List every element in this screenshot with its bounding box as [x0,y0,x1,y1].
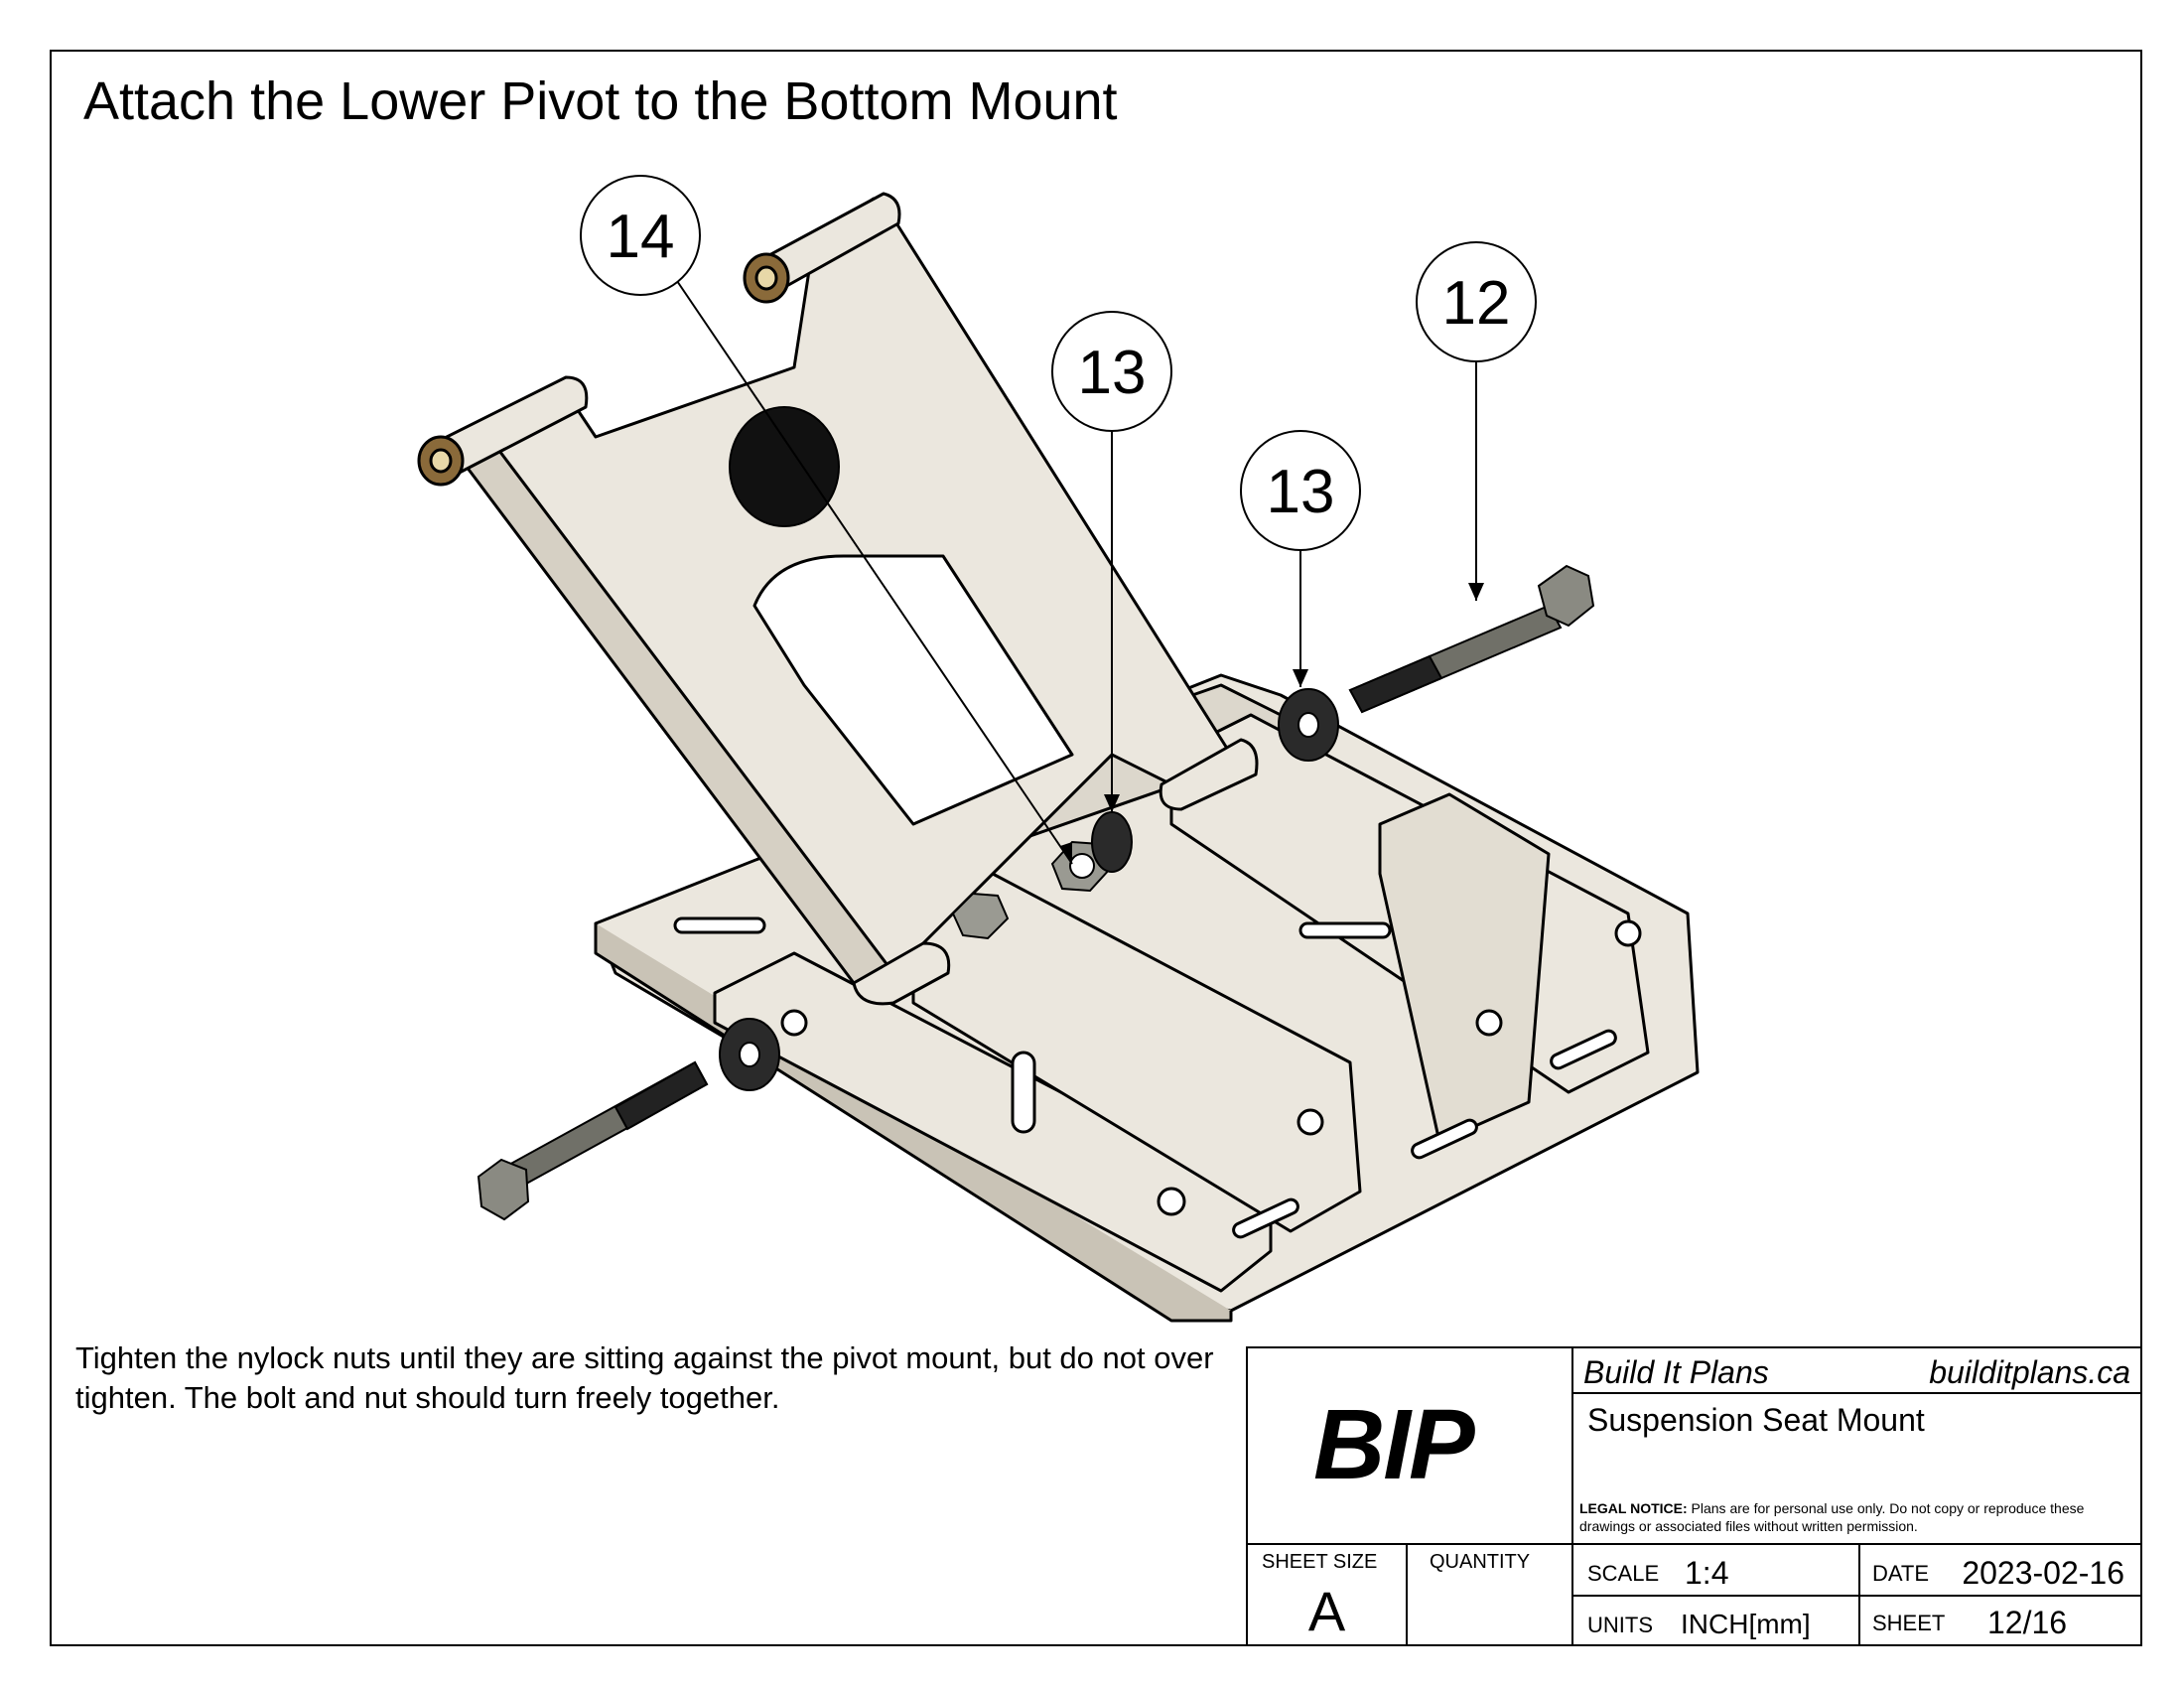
scale-value: 1:4 [1685,1555,1729,1591]
balloon-callouts [580,175,1537,865]
units-value: INCH[mm] [1681,1609,1811,1639]
units-label: UNITS [1587,1613,1653,1637]
part-name: Suspension Seat Mount [1587,1402,1925,1438]
sheet-size-cell: SHEET SIZE A [1246,1543,1408,1646]
bolts [477,564,1595,1221]
logo-cell: BIP [1246,1346,1573,1545]
balloon-14 [580,175,701,296]
balloon-13-outer-label: 13 [1267,458,1335,526]
quantity-label: QUANTITY [1430,1551,1531,1573]
date-label: DATE [1872,1561,1930,1586]
units-cell: UNITS INCH[mm] [1571,1595,1860,1646]
date-cell: DATE 2023-02-16 [1858,1543,2142,1597]
drawing-border [50,50,2142,1646]
balloon-12 [1416,241,1537,362]
part-name-cell: Suspension Seat Mount LEGAL NOTICE: Plan… [1571,1392,2142,1545]
lower-pivot [417,192,1259,1006]
quantity-cell: QUANTITY [1406,1543,1573,1646]
legal-notice: LEGAL NOTICE: Plans are for personal use… [1579,1499,2135,1535]
sheet-size-label: SHEET SIZE [1262,1551,1378,1573]
legal-notice-text: Plans are for personal use only. Do not … [1579,1500,2085,1534]
bump-stop [729,406,840,527]
balloon-13-washer-outer [1240,430,1361,551]
sheet-label: SHEET [1872,1611,1946,1635]
date-value: 2023-02-16 [1962,1555,2124,1591]
page-title: Attach the Lower Pivot to the Bottom Mou… [83,71,1118,131]
company-cell: Build It Plans builditplans.ca [1571,1346,2142,1394]
company-website: builditplans.ca [1929,1354,2130,1390]
sheet-cell: SHEET 12/16 [1858,1595,2142,1646]
title-block: BIP Build It Plans builditplans.ca Suspe… [1246,1346,2142,1646]
balloon-13-inner-label: 13 [1078,339,1147,407]
washers [719,688,1339,1091]
assembly-instructions: Tighten the nylock nuts until they are s… [75,1340,1214,1415]
balloon-13-washer-inner [1051,311,1172,432]
balloon-arrowheads [1060,583,1484,864]
sheet-value: 12/16 [1987,1605,2068,1640]
legal-notice-label: LEGAL NOTICE: [1579,1500,1688,1516]
balloon-12-label: 12 [1442,269,1511,338]
scale-cell: SCALE 1:4 [1571,1543,1860,1597]
company-name: Build It Plans [1583,1354,1769,1390]
sheet-size-value: A [1307,1580,1346,1642]
balloon-14-label: 14 [607,203,675,271]
bip-logo: BIP [1313,1389,1475,1500]
scale-label: SCALE [1587,1561,1660,1586]
